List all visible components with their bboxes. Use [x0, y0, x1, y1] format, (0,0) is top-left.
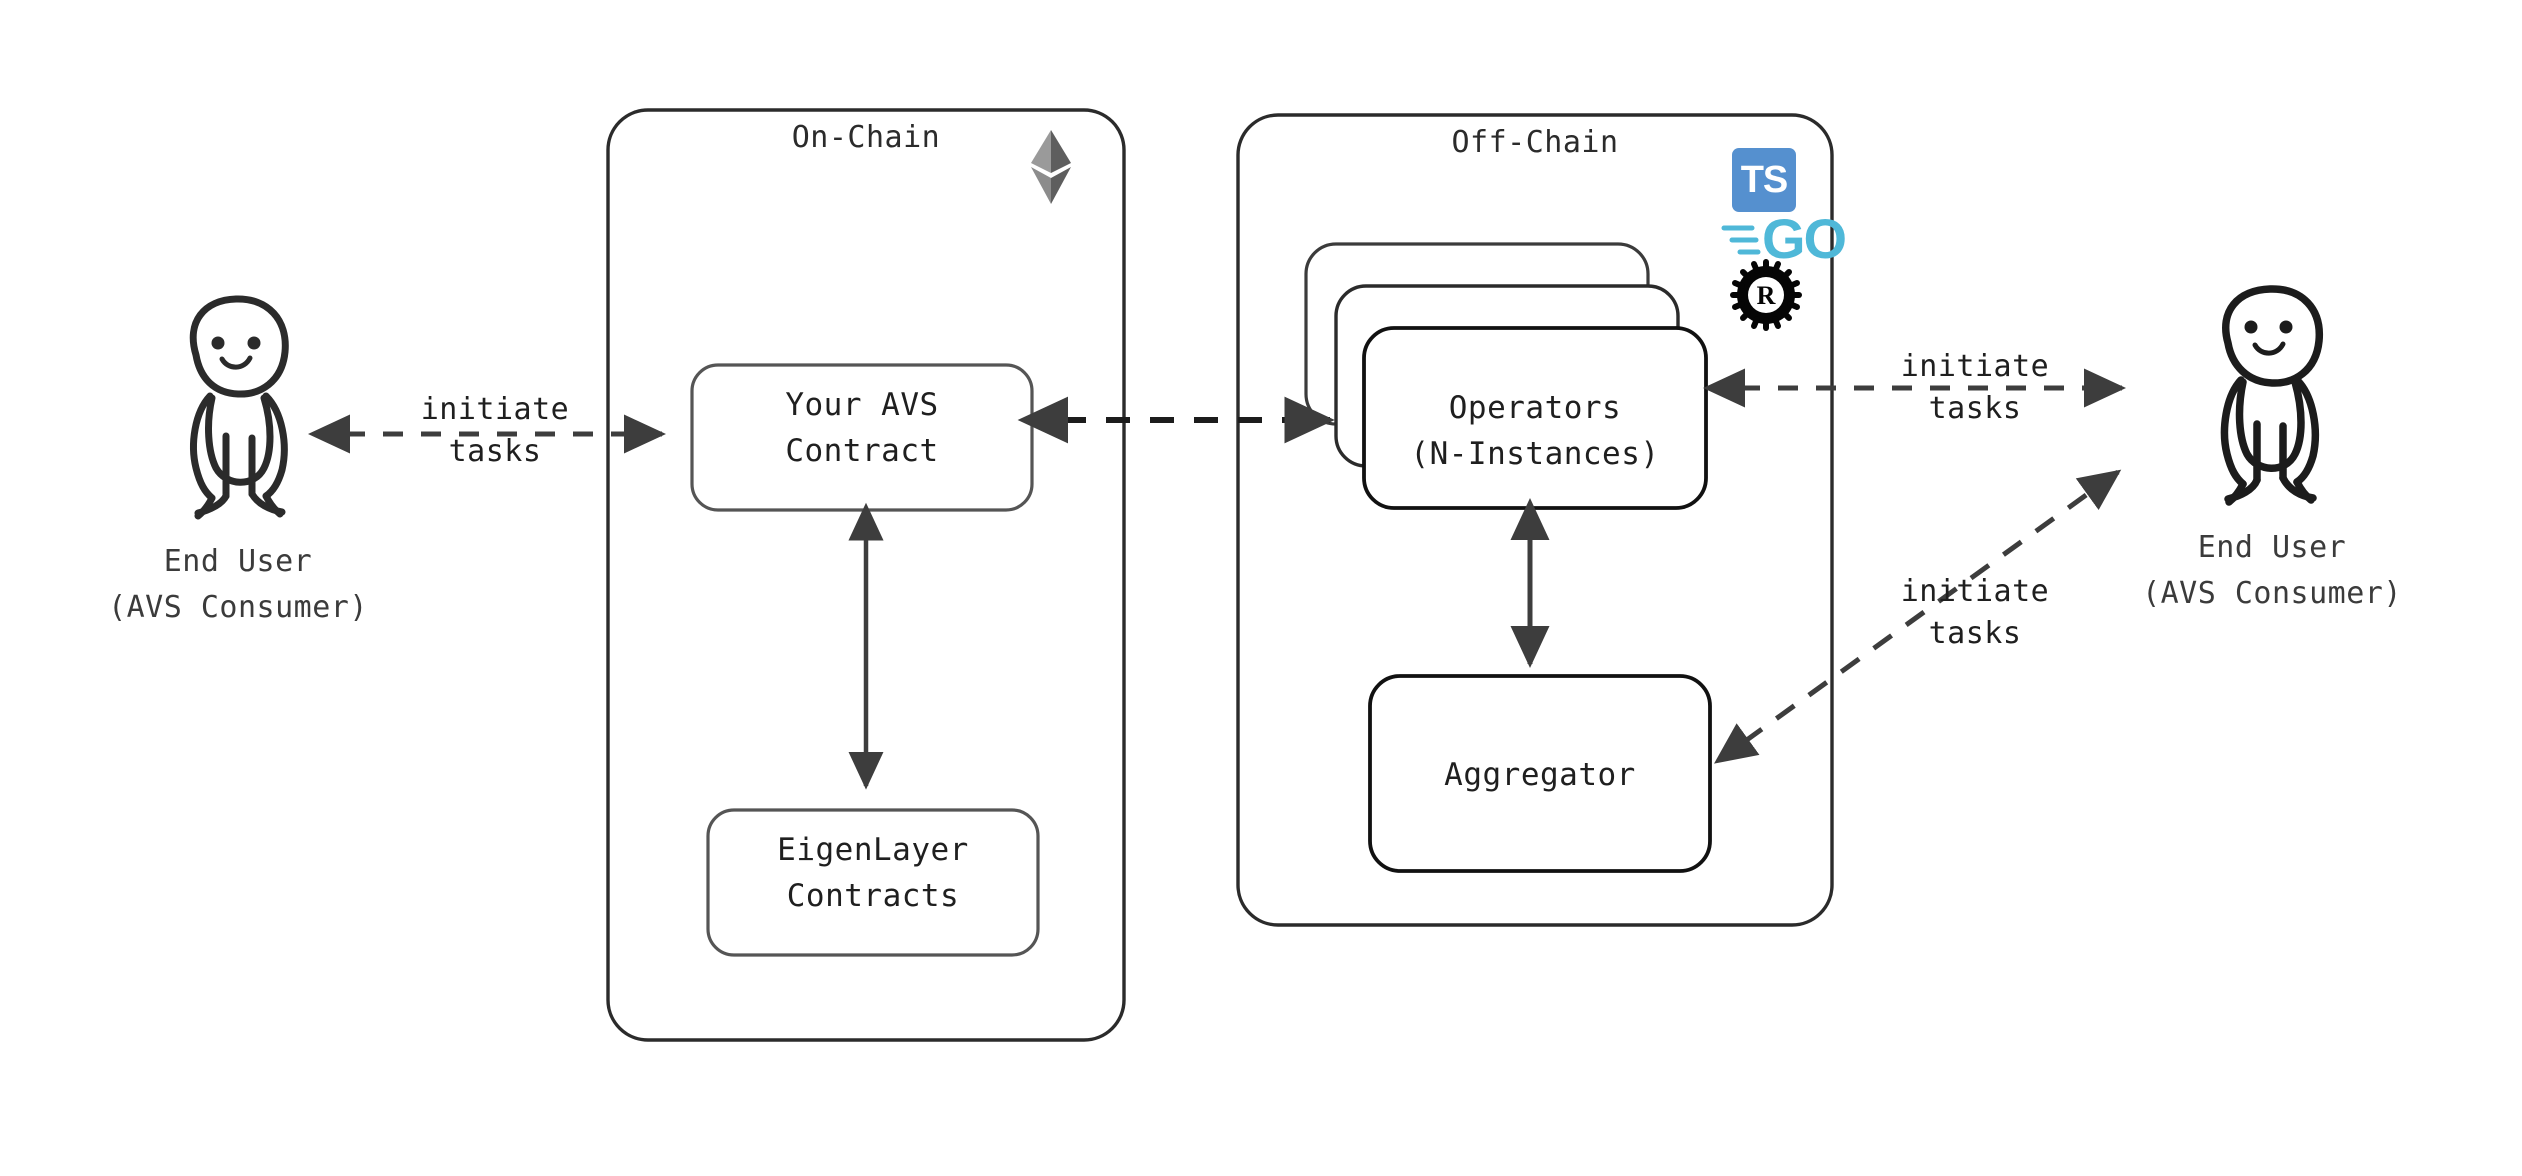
node-operators-label-line2: (N-Instances) [1410, 436, 1660, 472]
edge-aggregator-to-user-label-line2: tasks [1928, 616, 2022, 651]
group-on-chain [606, 108, 1126, 1042]
edge-operators-to-user-label-line1: initiate [1900, 349, 2050, 384]
ethereum-icon [1031, 130, 1071, 204]
node-aggregator-box[interactable] [1368, 674, 1712, 873]
on-chain-container-outline [606, 108, 1126, 1042]
actor-end-user-left-label-line2: (AVS Consumer) [108, 590, 368, 625]
actor-end-user-right-figure [2220, 285, 2323, 506]
svg-text:R: R [1757, 281, 1776, 310]
edge-operators-to-user-label-line2: tasks [1928, 391, 2022, 426]
actor-end-user-right-label-line2: (AVS Consumer) [2142, 576, 2402, 611]
node-eigenlayer-label-line1: EigenLayer [777, 832, 969, 868]
rust-icon: R [1730, 259, 1802, 331]
node-eigenlayer-contracts-box[interactable] [706, 808, 1040, 957]
on-chain-title: On-Chain [791, 120, 941, 155]
edge-aggregator-to-user-label-line1: initiate [1900, 574, 2050, 609]
node-operators-label-line1: Operators [1448, 390, 1622, 426]
actor-end-user-right-label-line1: End User [2197, 530, 2347, 565]
actor-end-user-left-figure [189, 295, 289, 520]
off-chain-title: Off-Chain [1451, 125, 1619, 160]
go-icon: GO [1721, 207, 1848, 270]
node-avs-contract-label-line1: Your AVS [785, 387, 939, 423]
actor-end-user-left-label-line1: End User [163, 544, 313, 579]
node-avs-contract-label-line2: Contract [785, 433, 939, 469]
svg-text:GO: GO [1762, 207, 1846, 270]
typescript-icon: TS [1732, 148, 1796, 212]
node-eigenlayer-label-line2: Contracts [786, 878, 960, 914]
edge-user-to-avs-label-line1: initiate [420, 392, 570, 427]
edge-user-to-avs-label-line2: tasks [448, 434, 542, 469]
node-aggregator-label: Aggregator [1444, 757, 1636, 793]
